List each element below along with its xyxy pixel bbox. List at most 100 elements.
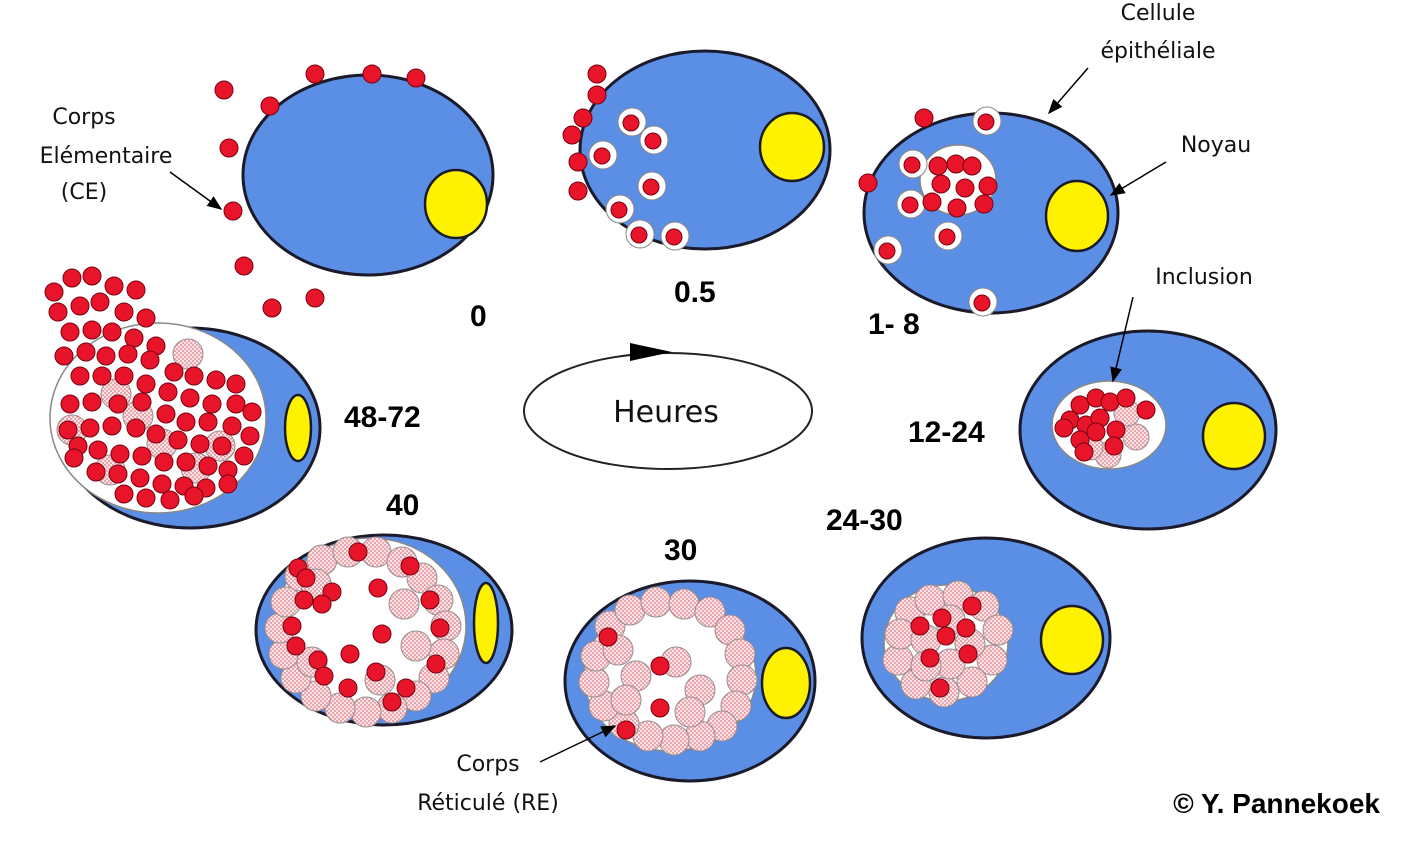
cell-stage-48-72	[44, 266, 322, 530]
elementary-body	[282, 616, 302, 636]
label-ce-line1: Corps	[52, 105, 115, 130]
elementary-body	[104, 276, 124, 296]
elementary-body	[568, 181, 588, 201]
elementary-body	[962, 156, 982, 176]
elementary-body	[214, 80, 234, 100]
elementary-body	[562, 125, 582, 145]
elementary-body	[184, 486, 204, 506]
elementary-body	[226, 374, 246, 394]
time-label-0.5: 0.5	[674, 276, 716, 309]
elementary-body	[974, 194, 994, 214]
elementary-body	[132, 392, 152, 412]
reticulate-body	[1122, 423, 1150, 451]
elementary-bodies	[858, 106, 1002, 317]
elementary-body	[262, 298, 282, 318]
elementary-body	[931, 174, 951, 194]
elementary-body	[218, 474, 238, 494]
elementary-body	[878, 242, 896, 260]
elementary-body	[180, 388, 200, 408]
elementary-body	[136, 488, 156, 508]
elementary-body	[296, 568, 316, 588]
elementary-body	[1136, 400, 1156, 420]
nucleus	[423, 168, 489, 240]
elementary-body	[160, 490, 180, 510]
reticulate-body	[882, 644, 914, 676]
elementary-bodies	[562, 64, 690, 251]
label-noyau: Noyau	[1181, 133, 1251, 158]
elementary-body	[260, 96, 280, 116]
elementary-body	[642, 178, 660, 196]
reticulate-body	[982, 614, 1014, 646]
elementary-body	[226, 394, 246, 414]
reticulate-body	[694, 596, 726, 628]
elementary-body	[286, 636, 306, 656]
elementary-body	[242, 402, 262, 422]
elementary-body	[118, 344, 138, 364]
elementary-body	[930, 678, 950, 698]
inclusion-bodies	[264, 536, 462, 728]
elementary-body	[124, 328, 144, 348]
elementary-body	[308, 650, 328, 670]
elementary-body	[86, 462, 106, 482]
elementary-body	[146, 424, 166, 444]
elementary-body	[64, 448, 84, 468]
time-label-30: 30	[664, 534, 697, 567]
nucleus	[1039, 604, 1105, 676]
elementary-body	[198, 456, 218, 476]
elementary-body	[426, 654, 446, 674]
elementary-body	[622, 114, 640, 132]
reticulate-body	[724, 638, 756, 670]
elementary-body	[340, 644, 360, 664]
elementary-body	[1116, 388, 1136, 408]
cycle-hours-ellipse: Heures	[523, 343, 813, 470]
elementary-body	[102, 416, 122, 436]
elementary-body	[1074, 442, 1094, 462]
reticulate-body	[726, 664, 758, 696]
elementary-body	[114, 302, 134, 322]
nucleus	[472, 581, 500, 665]
elementary-body	[903, 156, 921, 174]
elementary-body	[382, 692, 402, 712]
time-label-0: 0	[470, 300, 487, 333]
label-ce-line3: (CE)	[61, 180, 107, 205]
elementary-body	[190, 434, 210, 454]
elementary-body	[665, 228, 683, 246]
reticulate-body	[976, 644, 1008, 676]
inclusion-bodies	[578, 586, 758, 756]
elementary-body	[114, 366, 134, 386]
elementary-body	[48, 302, 68, 322]
elementary-body	[70, 296, 90, 316]
label-ce-line2: Elémentaire	[40, 144, 173, 169]
elementary-body	[176, 452, 196, 472]
elementary-body	[60, 322, 80, 342]
reticulate-body	[578, 666, 610, 698]
elementary-body	[136, 374, 156, 394]
elementary-body	[1086, 422, 1106, 442]
elementary-body	[914, 108, 934, 128]
elementary-body	[158, 382, 178, 402]
label-inclusion: Inclusion	[1155, 265, 1253, 290]
label-cell-line1: Cellule	[1121, 1, 1196, 26]
cycle-arrow-icon	[630, 343, 672, 361]
elementary-body	[650, 698, 670, 718]
inclusion-bodies	[1054, 388, 1156, 469]
elementary-body	[973, 294, 991, 312]
reticulate-body	[350, 696, 382, 728]
elementary-body	[644, 132, 662, 150]
elementary-body	[946, 154, 966, 174]
elementary-body	[152, 474, 172, 494]
elementary-body	[202, 394, 222, 414]
elementary-body	[368, 578, 388, 598]
elementary-body	[126, 280, 146, 300]
elementary-body	[130, 468, 150, 488]
elementary-body	[102, 322, 122, 342]
elementary-body	[223, 201, 243, 221]
cell-stage-0	[214, 64, 495, 318]
elementary-body	[958, 644, 978, 664]
elementary-body	[420, 590, 440, 610]
label-re-line2: Réticulé (RE)	[417, 791, 559, 816]
elementary-body	[1070, 395, 1090, 415]
elementary-body	[176, 412, 196, 432]
arrow-re	[539, 725, 617, 763]
elementary-body	[60, 394, 80, 414]
